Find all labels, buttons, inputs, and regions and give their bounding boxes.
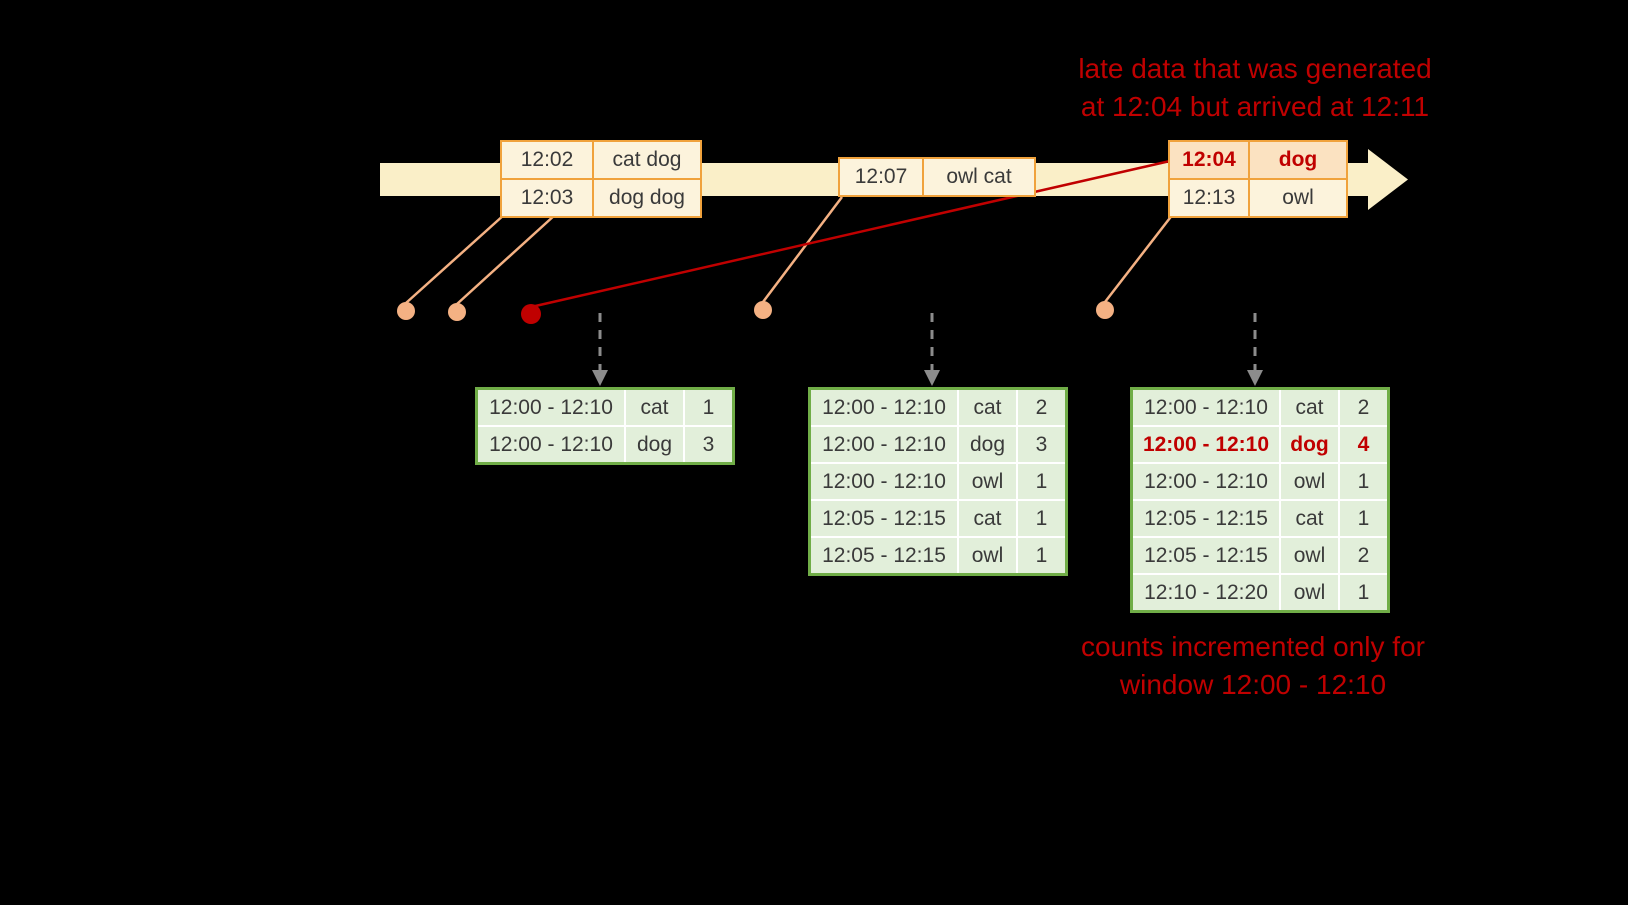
- result-word: cat: [957, 387, 1018, 427]
- result-word: cat: [1279, 387, 1340, 427]
- result-word: owl: [1279, 462, 1340, 501]
- result-window: 12:10 - 12:20: [1130, 573, 1281, 613]
- late-data-dot: [521, 304, 541, 324]
- late-data-annotation: late data that was generated at 12:04 bu…: [1020, 50, 1490, 126]
- result-word: cat: [624, 387, 685, 427]
- result-window: 12:05 - 12:15: [808, 536, 959, 576]
- result-count: 3: [683, 425, 735, 465]
- result-window: 12:00 - 12:10: [808, 387, 959, 427]
- result-word: dog: [1279, 425, 1340, 464]
- trigger-arrows: [592, 313, 1263, 386]
- late-data-annotation-line2: at 12:04 but arrived at 12:11: [1080, 91, 1430, 122]
- result-count: 1: [683, 387, 735, 427]
- table-row: 12:00 - 12:10 cat 2: [808, 387, 1068, 427]
- event-time: 12:07: [838, 157, 924, 197]
- trigger-arrow: [592, 313, 608, 386]
- counts-annotation: counts incremented only for window 12:00…: [1018, 628, 1488, 704]
- connector-line: [1104, 213, 1174, 303]
- result-window: 12:00 - 12:10: [475, 387, 626, 427]
- event-words: cat dog: [592, 140, 702, 180]
- result-count: 1: [1016, 499, 1068, 538]
- event-row: 12:07 owl cat: [838, 157, 1036, 197]
- event-dot: [1096, 301, 1114, 319]
- late-event-row: 12:04 dog: [1168, 140, 1348, 180]
- event-row: 12:13 owl: [1168, 178, 1348, 218]
- trigger-arrow: [924, 313, 940, 386]
- event-connector-lines: [405, 196, 1174, 305]
- result-window: 12:00 - 12:10: [475, 425, 626, 465]
- late-data-annotation-line1: late data that was generated: [1078, 53, 1432, 84]
- table-row: 12:10 - 12:20 owl 1: [1130, 573, 1390, 613]
- event-box-2: 12:07 owl cat: [838, 157, 1036, 197]
- connector-line: [762, 196, 843, 303]
- counts-annotation-line1: counts incremented only for: [1081, 631, 1425, 662]
- table-row: 12:00 - 12:10 cat 2: [1130, 387, 1390, 427]
- event-dot: [448, 303, 466, 321]
- late-data-line: [530, 159, 1171, 309]
- result-table-1: 12:00 - 12:10 cat 1 12:00 - 12:10 dog 3: [475, 387, 735, 465]
- result-count: 2: [1016, 387, 1068, 427]
- event-row: 12:03 dog dog: [500, 178, 702, 218]
- result-count: 1: [1016, 462, 1068, 501]
- late-event-time: 12:04: [1168, 140, 1250, 180]
- result-word: owl: [957, 536, 1018, 576]
- table-row: 12:05 - 12:15 owl 1: [808, 536, 1068, 576]
- result-count: 3: [1016, 425, 1068, 464]
- result-window: 12:05 - 12:15: [1130, 536, 1281, 575]
- result-word: owl: [1279, 573, 1340, 613]
- result-window: 12:00 - 12:10: [1130, 462, 1281, 501]
- result-count: 1: [1338, 573, 1390, 613]
- event-row: 12:02 cat dog: [500, 140, 702, 180]
- event-words: owl cat: [922, 157, 1036, 197]
- counts-annotation-line2: window 12:00 - 12:10: [1119, 669, 1387, 700]
- result-count: 1: [1338, 462, 1390, 501]
- result-count: 1: [1016, 536, 1068, 576]
- event-time: 12:03: [500, 178, 594, 218]
- table-row: 12:00 - 12:10 cat 1: [475, 387, 735, 427]
- table-row: 12:00 - 12:10 owl 1: [808, 462, 1068, 501]
- event-time: 12:13: [1168, 178, 1250, 218]
- event-box-3: 12:04 dog 12:13 owl: [1168, 140, 1348, 218]
- table-row: 12:05 - 12:15 owl 2: [1130, 536, 1390, 575]
- result-word: dog: [624, 425, 685, 465]
- result-count: 2: [1338, 536, 1390, 575]
- connector-line: [456, 213, 557, 305]
- result-word: dog: [957, 425, 1018, 464]
- result-window: 12:05 - 12:15: [1130, 499, 1281, 538]
- event-dots: [397, 301, 1114, 321]
- result-window: 12:05 - 12:15: [808, 499, 959, 538]
- result-word: cat: [957, 499, 1018, 538]
- event-words: owl: [1248, 178, 1348, 218]
- result-word: owl: [1279, 536, 1340, 575]
- result-word: owl: [957, 462, 1018, 501]
- result-window: 12:00 - 12:10: [1130, 425, 1281, 464]
- result-count: 4: [1338, 425, 1390, 464]
- connector-line: [405, 213, 506, 304]
- result-window: 12:00 - 12:10: [808, 425, 959, 464]
- result-count: 1: [1338, 499, 1390, 538]
- result-table-2: 12:00 - 12:10 cat 2 12:00 - 12:10 dog 3 …: [808, 387, 1068, 576]
- result-word: cat: [1279, 499, 1340, 538]
- table-row: 12:00 - 12:10 owl 1: [1130, 462, 1390, 501]
- event-time: 12:02: [500, 140, 594, 180]
- table-row: 12:00 - 12:10 dog 3: [475, 425, 735, 465]
- event-dot: [397, 302, 415, 320]
- late-event-words: dog: [1248, 140, 1348, 180]
- event-box-1: 12:02 cat dog 12:03 dog dog: [500, 140, 702, 218]
- event-dot: [754, 301, 772, 319]
- result-table-3: 12:00 - 12:10 cat 2 12:00 - 12:10 dog 4 …: [1130, 387, 1390, 613]
- updated-table-row: 12:00 - 12:10 dog 4: [1130, 425, 1390, 464]
- result-window: 12:00 - 12:10: [1130, 387, 1281, 427]
- event-words: dog dog: [592, 178, 702, 218]
- result-count: 2: [1338, 387, 1390, 427]
- trigger-arrow: [1247, 313, 1263, 386]
- result-window: 12:00 - 12:10: [808, 462, 959, 501]
- table-row: 12:05 - 12:15 cat 1: [808, 499, 1068, 538]
- table-row: 12:05 - 12:15 cat 1: [1130, 499, 1390, 538]
- table-row: 12:00 - 12:10 dog 3: [808, 425, 1068, 464]
